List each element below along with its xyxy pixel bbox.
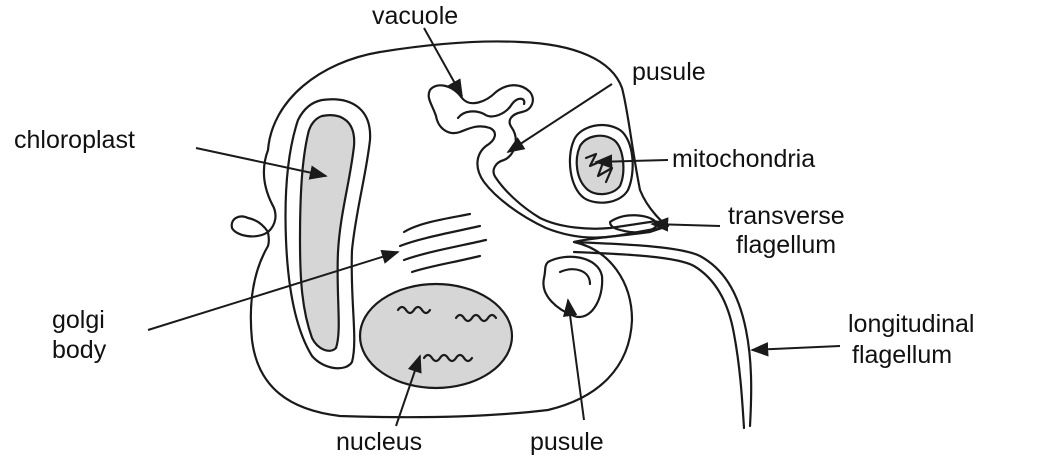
label-golgi-line1: golgi: [52, 306, 105, 335]
pusule-bottom-inner: [560, 269, 590, 284]
leader-golgi: [148, 252, 398, 330]
mitochondrion-body: [577, 136, 624, 194]
label-vacuole: vacuole: [372, 2, 458, 31]
chloroplast-body: [300, 115, 354, 351]
nucleus-shape: [360, 284, 512, 388]
label-pusule-top: pusule: [632, 58, 706, 87]
label-longitudinal-line2: flagellum: [852, 341, 952, 370]
label-mitochondria: mitochondria: [672, 145, 815, 174]
leader-longitudinal: [752, 346, 840, 350]
cell-left-bump: [232, 216, 268, 236]
label-transverse-line1: transverse: [728, 202, 845, 231]
label-chloroplast: chloroplast: [14, 126, 135, 155]
label-transverse-line2: flagellum: [736, 231, 836, 260]
golgi-body-shape: [400, 214, 486, 272]
label-longitudinal-line1: longitudinal: [848, 310, 975, 339]
pusule-bottom-structure: [543, 257, 602, 317]
label-pusule-bottom: pusule: [530, 428, 604, 457]
label-golgi-line2: body: [52, 336, 106, 365]
label-nucleus: nucleus: [336, 428, 422, 457]
